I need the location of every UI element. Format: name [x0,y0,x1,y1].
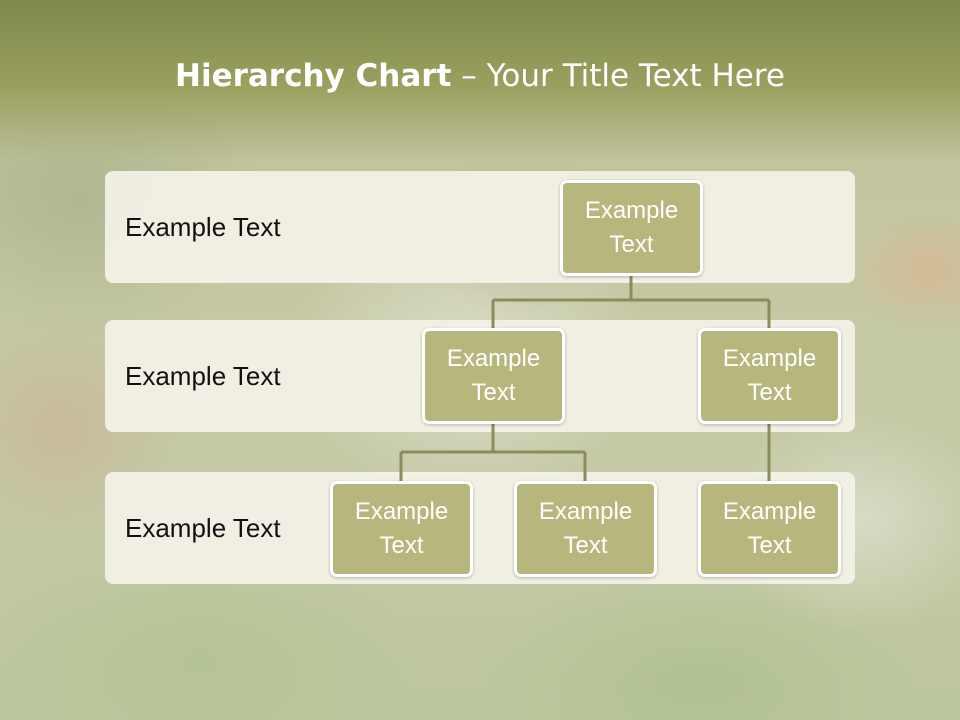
node-leaf-3-text: Example Text [722,498,817,559]
node-root[interactable]: Example Text [560,180,703,276]
title-band [0,0,960,160]
node-mid-right[interactable]: Example Text [698,328,841,424]
node-mid-right-text: Example Text [722,345,817,406]
title-bold: Hierarchy Chart [175,58,452,94]
node-leaf-2[interactable]: Example Text [514,481,657,577]
node-root-text: Example Text [584,197,679,258]
level-label-3: Example Text [125,513,281,543]
title-rest: – Your Title Text Here [451,58,785,94]
level-label-1: Example Text [125,212,281,242]
node-leaf-2-text: Example Text [538,498,633,559]
node-mid-left-text: Example Text [446,345,541,406]
node-leaf-3[interactable]: Example Text [698,481,841,577]
node-leaf-1[interactable]: Example Text [330,481,473,577]
node-mid-left[interactable]: Example Text [422,328,565,424]
slide-title: Hierarchy Chart – Your Title Text Here [0,56,960,96]
level-label-2: Example Text [125,361,281,391]
level-band-1: Example Text [105,171,855,283]
node-leaf-1-text: Example Text [354,498,449,559]
